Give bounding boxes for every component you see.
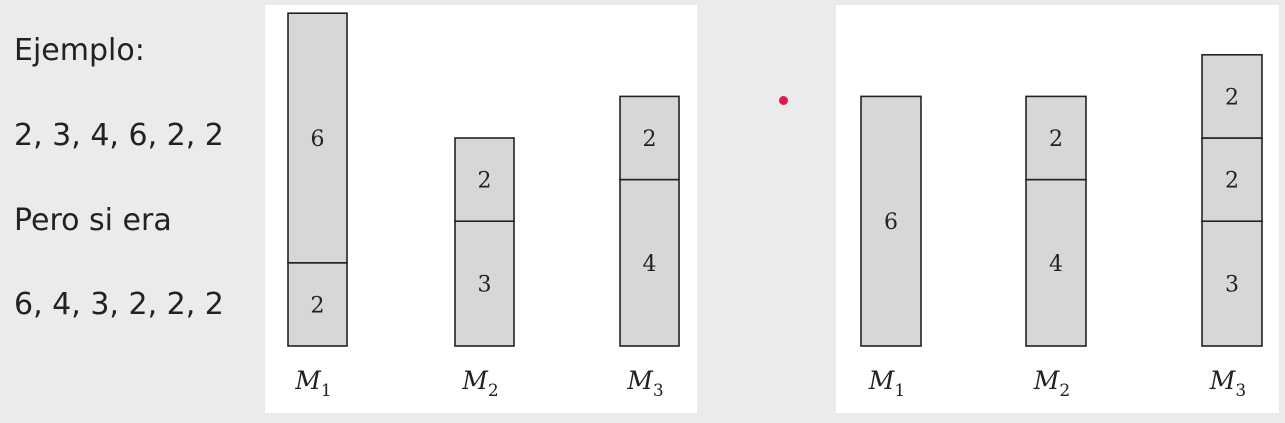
- schedule-diagram-1: 2 6M1 3 2M2 4 2M3: [287, 12, 680, 401]
- example-label: Ejemplo:: [14, 33, 145, 68]
- example-text: Ejemplo: 2, 3, 4, 6, 2, 2 Pero si era 6,…: [14, 0, 264, 423]
- pointer-dot: [779, 96, 788, 105]
- job-duration-label: 2: [1049, 127, 1063, 152]
- job-block: [1201, 220, 1263, 347]
- job-duration-label: 4: [1049, 252, 1063, 277]
- job-block: [454, 137, 515, 222]
- machine-label: M2: [1033, 366, 1070, 401]
- machine-label: M2: [461, 366, 498, 401]
- job-block: [619, 95, 680, 181]
- schedule-diagram-2: 6M1 4 2M2 3 2 2M3: [860, 53, 1263, 401]
- machine-label: M3: [1209, 366, 1246, 401]
- job-block: [287, 12, 348, 264]
- job-block: [1025, 178, 1087, 347]
- job-block: [287, 261, 348, 347]
- job-duration-label: 2: [311, 293, 325, 318]
- machine-label: M1: [294, 366, 331, 401]
- job-block: [1201, 137, 1263, 222]
- alt-label: Pero si era: [14, 203, 172, 238]
- machine-label: M3: [626, 366, 663, 401]
- job-duration-label: 2: [643, 127, 657, 152]
- job-duration-label: 2: [1225, 85, 1239, 110]
- machine-label: M1: [868, 366, 905, 401]
- job-duration-label: 6: [311, 127, 325, 152]
- sequence-a: 2, 3, 4, 6, 2, 2: [14, 118, 224, 153]
- job-duration-label: 3: [478, 273, 492, 298]
- job-duration-label: 4: [643, 252, 657, 277]
- job-duration-label: 3: [1225, 273, 1239, 298]
- sequence-b: 6, 4, 3, 2, 2, 2: [14, 287, 224, 322]
- job-duration-label: 2: [1225, 169, 1239, 194]
- job-duration-label: 6: [884, 210, 898, 235]
- job-block: [860, 95, 922, 347]
- job-block: [1201, 53, 1263, 139]
- job-duration-label: 2: [478, 169, 492, 194]
- job-block: [1025, 95, 1087, 181]
- job-block: [619, 178, 680, 347]
